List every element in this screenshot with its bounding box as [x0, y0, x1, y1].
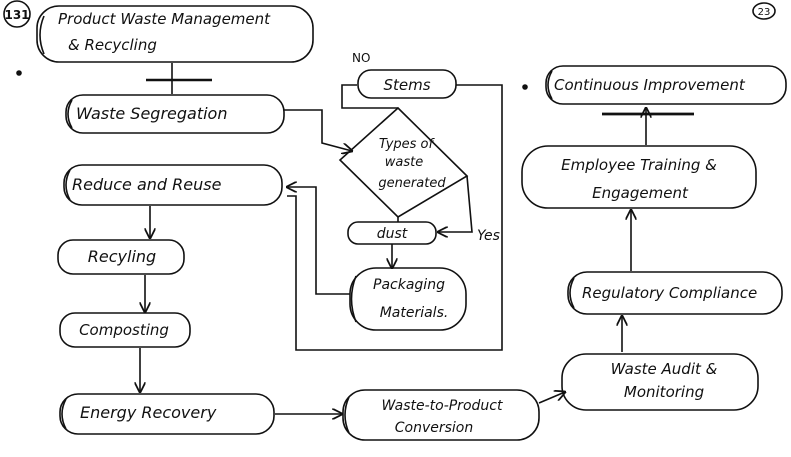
node-dust-label: dust [377, 226, 408, 242]
edge-types-to-stems [341, 84, 398, 109]
node-packaging: Packaging Materials. [349, 267, 467, 331]
node-waste-segregation: Waste Segregation [65, 94, 285, 134]
node-waste-segregation-label: Waste Segregation [76, 104, 227, 123]
node-reduce-reuse: Reduce and Reuse [63, 164, 283, 206]
edge-packaging-to-reduce [287, 187, 350, 295]
node-wtp-line1: Waste-to-Product [382, 398, 503, 414]
node-training-line1: Employee Training & [561, 156, 717, 174]
edge-segregation-to-types [284, 109, 352, 151]
node-training-line2: Engagement [592, 184, 689, 202]
page-number-text: 131 [4, 8, 29, 22]
node-regulatory-label: Regulatory Compliance [582, 284, 757, 302]
edge-types-to-dust [438, 175, 473, 232]
node-energy-recovery: Energy Recovery [59, 393, 275, 435]
node-waste-audit: Waste Audit & Monitoring [561, 353, 759, 411]
edge-stems-return [295, 84, 503, 351]
node-packaging-line2: Materials. [380, 305, 449, 321]
page-number-badge: 131 [3, 0, 31, 28]
page-badge-text: 23 [758, 7, 771, 18]
node-energy-recovery-label: Energy Recovery [80, 403, 217, 422]
node-wtp-line2: Conversion [395, 420, 474, 436]
edge-return-to-reduce [287, 195, 297, 337]
node-dust: dust [347, 221, 437, 245]
edge-label-no: NO [352, 51, 370, 65]
edge-label-yes: Yes [477, 228, 500, 244]
node-training: Employee Training & Engagement [521, 145, 757, 209]
node-packaging-line1: Packaging [373, 277, 445, 293]
node-composting-label: Composting [79, 321, 169, 339]
edge-wtp-to-audit [538, 392, 565, 404]
node-waste-to-product: Waste-to-Product Conversion [342, 389, 540, 441]
node-title: Product Waste Management & Recycling [36, 5, 314, 63]
node-reduce-reuse-label: Reduce and Reuse [72, 175, 222, 194]
bullet-dot-right [522, 84, 528, 90]
node-types-of-waste: Types of waste generated [338, 106, 469, 219]
node-recycling: Recyling [57, 239, 185, 275]
node-regulatory: Regulatory Compliance [567, 271, 783, 315]
node-types-line3: generated [378, 176, 446, 191]
node-title-line1: Product Waste Management [58, 10, 271, 28]
node-audit-line2: Monitoring [624, 383, 704, 401]
node-stems: Stems [357, 69, 457, 99]
bullet-dot-left [16, 70, 22, 76]
node-types-line2: waste [385, 155, 423, 170]
node-title-line2: & Recycling [68, 36, 157, 54]
node-stems-label: Stems [383, 76, 430, 94]
node-continuous: Continuous Improvement [545, 65, 787, 105]
node-audit-line1: Waste Audit & [611, 360, 718, 378]
node-continuous-label: Continuous Improvement [554, 76, 746, 94]
node-types-line1: Types of [379, 137, 436, 152]
node-composting: Composting [59, 312, 191, 348]
node-recycling-label: Recyling [88, 247, 156, 266]
page-badge-right: 23 [752, 2, 776, 20]
